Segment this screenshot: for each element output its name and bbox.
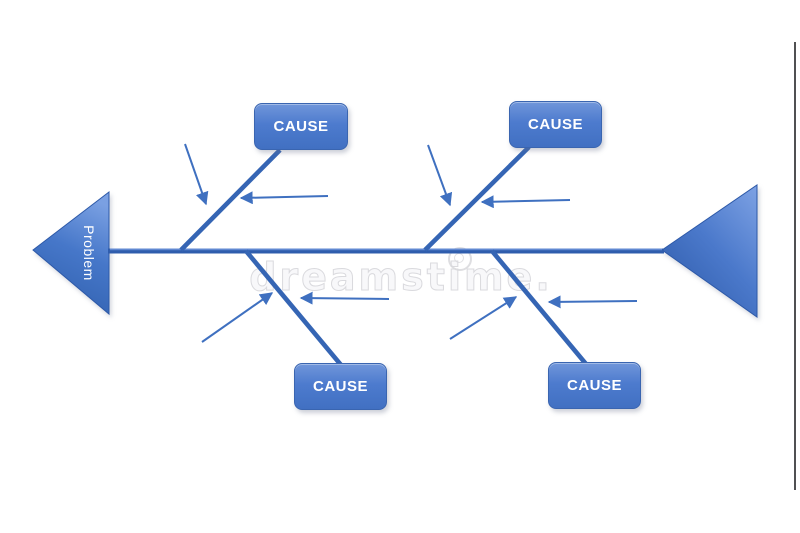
cause-box-label: CAUSE — [312, 378, 368, 395]
sub-cause-arrow-bottom-left-diagonal — [201, 292, 274, 343]
bone-bottom-right — [490, 249, 588, 366]
sub-cause-arrow-top-right-horizontal — [480, 195, 571, 209]
image-right-edge-line — [794, 42, 796, 490]
cause-box-top-right: CAUSE — [509, 101, 602, 148]
cause-box-label: CAUSE — [566, 377, 622, 394]
cause-box-bottom-right: CAUSE — [548, 362, 641, 409]
cause-box-label: CAUSE — [527, 116, 583, 133]
cause-box-bottom-left: CAUSE — [294, 363, 387, 410]
effect-base-triangle — [661, 184, 758, 318]
sub-cause-arrow-top-right-diagonal — [427, 144, 453, 207]
cause-box-label: CAUSE — [273, 118, 329, 135]
problem-pointer-triangle — [32, 190, 110, 316]
sub-cause-arrow-bottom-left-horizontal — [299, 291, 390, 305]
bone-top-left — [179, 148, 282, 252]
sub-cause-arrow-bottom-right-diagonal — [449, 296, 518, 340]
bone-bottom-left — [244, 249, 343, 367]
sub-cause-arrow-top-left-diagonal — [184, 143, 209, 206]
problem-label: Problem — [81, 225, 97, 281]
cause-box-top-left: CAUSE — [254, 103, 348, 150]
sub-cause-arrow-bottom-right-horizontal — [547, 295, 638, 309]
sub-cause-arrow-top-left-horizontal — [239, 191, 329, 205]
bone-top-right — [423, 145, 531, 252]
